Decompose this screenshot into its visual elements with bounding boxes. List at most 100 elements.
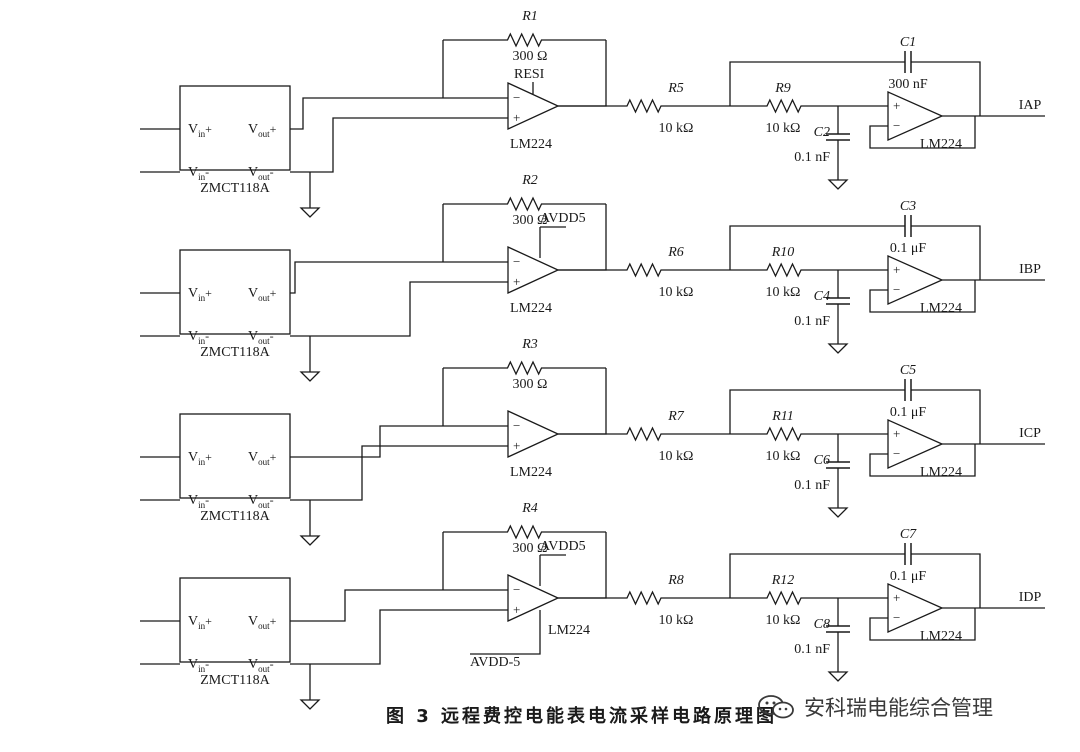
filter-resistor-value: 10 kΩ [766,613,801,628]
stage2-loop-wire [869,608,976,641]
input-resistor-name: R5 [667,81,684,96]
filter-resistor-name: R10 [771,245,795,260]
vout-minus-to-noninverting-wire [290,445,508,501]
ground-symbol [299,699,321,710]
shunt-cap-name: C8 [814,617,830,632]
fb-cap-left-wire [729,225,905,270]
ground-triangle [299,371,321,382]
fb-cap-name: C1 [900,35,916,50]
opamp-stage2-minus-sign: − [893,282,900,297]
supply-label: AVDD5 [540,211,586,226]
filter-resistor [730,426,838,442]
shunt-cap-value: 0.1 nF [794,150,830,165]
opamp-stage1-plus-sign: + [513,110,520,125]
stage2-loop-wire [869,116,976,149]
watermark-text: 安科瑞电能综合管理 [804,696,993,720]
opamp-stage2 [887,254,944,306]
filter-resistor-name: R9 [774,81,791,96]
shunt-cap-value: 0.1 nF [794,642,830,657]
opamp-stage2 [887,582,944,634]
input-resistor [558,98,730,114]
opamp-stage2 [887,90,944,142]
feedback-right-wire [558,368,607,435]
opamp-stage1-label: LM224 [510,137,552,152]
current-transformer-box [179,577,291,663]
input-resistor-name: R8 [667,573,684,588]
opamp-stage2 [887,418,944,470]
opamp-stage2-label: LM224 [920,137,962,152]
current-transformer-box [179,249,291,335]
opamp-stage2-label: LM224 [920,465,962,480]
opamp-stage1-minus-sign: − [513,418,520,433]
opamp-stage2-plus-sign: + [893,590,900,605]
shunt-cap-ground [827,179,849,190]
opamp-stage1-label: LM224 [548,623,590,638]
filter-resistor [730,98,838,114]
feedback-resistor [443,524,606,540]
vout-minus-label: Vout- [248,493,274,510]
feedback-resistor-value: 300 Ω [513,49,548,64]
supply-label: RESI [514,67,545,82]
ground-triangle [827,507,849,518]
filter-resistor-value: 10 kΩ [766,285,801,300]
vin-plus-label: Vin+ [188,122,212,139]
opamp-stage1-plus-sign: + [513,602,520,617]
filter-resistor [730,262,838,278]
output-label: IAP [1019,98,1042,113]
output-label: IBP [1019,262,1041,277]
input-resistor-value: 10 kΩ [659,121,694,136]
opamp-stage1-label: LM224 [510,465,552,480]
input-resistor-value: 10 kΩ [659,285,694,300]
opamp-stage1-minus-sign: − [513,582,520,597]
vin-plus-label: Vin+ [188,450,212,467]
fb-cap-right-wire [911,389,981,444]
feedback-resistor-value: 300 Ω [513,377,548,392]
output-label: ICP [1019,426,1041,441]
feedback-right-wire [558,40,607,107]
shunt-cap-name: C2 [814,125,830,140]
opamp-stage2-minus-sign: − [893,610,900,625]
vout-plus-label: Vout+ [248,614,277,631]
feedback-resistor [443,360,606,376]
shunt-cap-ground [827,507,849,518]
ground-triangle [827,671,849,682]
ground-triangle [299,699,321,710]
opamp-stage1-plus-sign: + [513,274,520,289]
input-resistor-name: R7 [667,409,685,424]
input-resistor-name: R6 [667,245,684,260]
filter-resistor-value: 10 kΩ [766,121,801,136]
feedback-resistor [443,32,606,48]
chat-bubbles-icon [758,695,794,719]
ct-model-label: ZMCT118A [200,673,270,688]
opamp-stage1-plus-sign: + [513,438,520,453]
feedback-resistor-name: R2 [521,173,538,188]
opamp-stage2-minus-sign: − [893,118,900,133]
supply-label: AVDD5 [540,539,586,554]
filter-resistor [730,590,838,606]
vout-minus-label: Vout- [248,165,274,182]
ct-model-label: ZMCT118A [200,181,270,196]
opamp-stage1 [507,409,560,459]
fb-cap-right-wire [911,61,981,116]
fb-cap-left-wire [729,61,905,106]
ct-model-label: ZMCT118A [200,509,270,524]
output-label: IDP [1019,590,1042,605]
ground-symbol [299,371,321,382]
opamp-stage2-label: LM224 [920,301,962,316]
current-transformer-box [179,85,291,171]
vin-minus-label: Vin- [188,165,209,182]
feedback-resistor [443,196,606,212]
input-resistor [558,426,730,442]
vout-minus-label: Vout- [248,329,274,346]
stage2-loop-wire [869,444,976,477]
opamp-stage1-label: LM224 [510,301,552,316]
negative-supply-label: AVDD-5 [470,655,520,670]
ground-triangle [827,179,849,190]
feedback-resistor-value: 300 Ω [513,213,548,228]
opamp-stage2-plus-sign: + [893,426,900,441]
opamp-stage2-plus-sign: + [893,98,900,113]
opamp-stage2-minus-sign: − [893,446,900,461]
